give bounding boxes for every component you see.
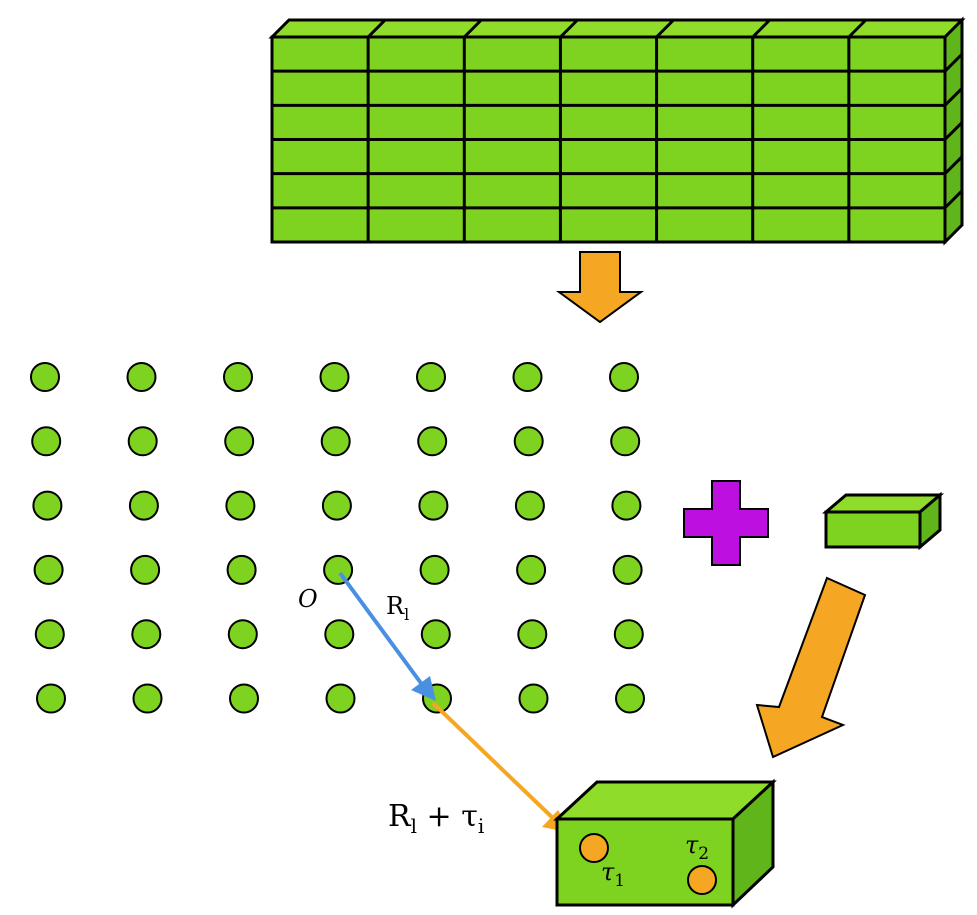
lattice-point	[325, 683, 356, 714]
lattice-point	[227, 619, 258, 650]
basis-atom-tau-1	[579, 833, 609, 863]
lattice-point	[612, 554, 643, 585]
lattice-point	[320, 426, 351, 457]
lattice-point	[514, 490, 545, 521]
lattice-point	[417, 426, 448, 457]
supercell-top-divider	[847, 18, 867, 39]
lattice-point	[420, 619, 451, 650]
down-arrow-icon	[555, 251, 645, 324]
vector-r-l-plus-tau-i-label: Rl + τi	[388, 799, 484, 838]
diagonal-arrow-icon	[755, 576, 867, 759]
supercell-side-divider	[943, 87, 964, 107]
lattice-point	[132, 683, 163, 714]
lattice-point	[224, 426, 255, 457]
supercell-side-divider	[943, 189, 964, 209]
supercell-side-divider	[943, 155, 964, 175]
supercell-top-divider	[463, 18, 483, 39]
origin-label: O	[298, 585, 318, 613]
plus-icon	[683, 480, 769, 566]
unit-cell-small	[821, 491, 945, 551]
lattice-point	[610, 426, 641, 457]
lattice-point	[518, 683, 549, 714]
basis-atom-tau-2	[687, 865, 717, 895]
lattice-point	[33, 554, 64, 585]
lattice-point	[319, 362, 350, 392]
lattice-point	[416, 362, 446, 392]
unit-cell-small-front	[824, 510, 922, 549]
supercell-side-divider	[943, 53, 964, 73]
lattice-point	[36, 683, 66, 714]
supercell-top-divider	[751, 18, 771, 39]
vector-r-l	[338, 571, 428, 692]
lattice-point	[31, 426, 62, 457]
supercell-side-divider	[943, 121, 964, 141]
lattice-point	[419, 554, 450, 585]
supercell-top-divider	[559, 18, 579, 39]
vector-r-l-plus-tau-i	[431, 701, 560, 825]
tau-1-label: τ1	[601, 858, 625, 891]
lattice-point	[613, 619, 644, 650]
lattice-point	[611, 490, 642, 521]
lattice-point	[517, 619, 548, 650]
lattice-point	[226, 554, 257, 585]
supercell-grid	[272, 18, 964, 242]
vector-r-l-label: Rl	[386, 592, 409, 624]
lattice-point	[128, 490, 159, 521]
vector-r-l-arrowhead	[411, 676, 436, 701]
lattice-point	[127, 426, 158, 457]
lattice-point	[223, 362, 253, 392]
lattice-point	[321, 490, 352, 521]
unit-cell-basis	[553, 778, 777, 909]
lattice-point	[512, 362, 543, 392]
lattice-points	[30, 362, 645, 714]
lattice-point	[229, 683, 259, 714]
lattice-point	[34, 619, 65, 650]
tau-2-label: τ2	[685, 831, 709, 864]
lattice-point	[513, 426, 544, 457]
lattice-point	[324, 619, 355, 650]
lattice-point	[130, 554, 161, 585]
supercell-top-divider	[655, 18, 675, 39]
lattice-point	[323, 554, 354, 585]
supercell-top-divider	[367, 18, 387, 39]
lattice-point	[30, 362, 60, 392]
lattice-point	[32, 490, 63, 521]
supercell-block	[268, 16, 966, 246]
lattice-point	[615, 683, 645, 714]
lattice-point	[225, 490, 256, 521]
lattice-point	[516, 554, 547, 585]
lattice-point	[609, 362, 639, 392]
lattice-point	[131, 619, 162, 650]
lattice-point	[126, 362, 157, 392]
lattice-point	[418, 490, 449, 521]
